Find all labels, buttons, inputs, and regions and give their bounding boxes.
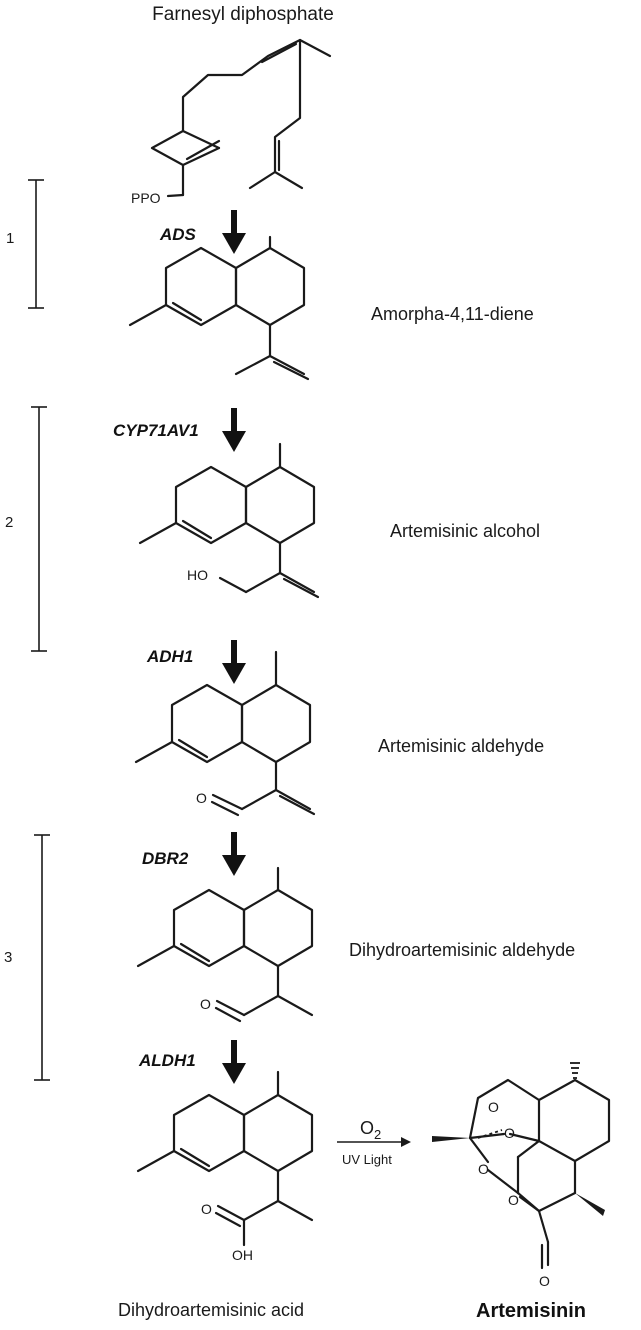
arrow-aldh1 — [222, 1040, 246, 1084]
artemisinic-aldehyde-structure: O — [134, 650, 316, 817]
hashed-methyl-top — [570, 1062, 580, 1079]
ppo-label: PPO — [131, 190, 161, 206]
artemisinin-o5: O — [539, 1273, 550, 1289]
step-bracket-1 — [28, 179, 44, 309]
oxidant-subscript: 2 — [374, 1127, 381, 1142]
artemisinin-o4: O — [508, 1192, 519, 1208]
arrow-dbr2 — [222, 832, 246, 876]
step-number-3: 3 — [4, 949, 12, 966]
enzyme-ads-label: ADS — [159, 225, 197, 244]
dihydroartemisinic-acid-structure: O OH — [136, 1070, 314, 1263]
dihydro-aldehyde-o-label: O — [200, 996, 211, 1012]
artemisinin-label: Artemisinin — [476, 1300, 586, 1322]
dihydroartemisinic-acid-label: Dihydroartemisinic acid — [118, 1300, 304, 1320]
acid-oh-label: OH — [232, 1247, 253, 1263]
step-bracket-2 — [31, 406, 47, 652]
enzyme-cyp71av1-label: CYP71AV1 — [113, 421, 199, 440]
uv-light-label: UV Light — [342, 1152, 392, 1167]
enzyme-adh1-label: ADH1 — [146, 647, 193, 666]
step-bracket-3 — [34, 834, 50, 1081]
step-number-2: 2 — [5, 514, 13, 531]
artemisinic-aldehyde-label: Artemisinic aldehyde — [378, 736, 544, 756]
oxidant-symbol: O — [360, 1118, 374, 1138]
artemisinic-alcohol-structure: HO — [138, 442, 320, 599]
amorphadiene-structure — [128, 235, 310, 381]
dihydroartemisinic-aldehyde-structure: O — [136, 866, 314, 1023]
ho-label: HO — [187, 567, 208, 583]
enzyme-dbr2-label: DBR2 — [142, 849, 189, 868]
artemisinin-structure: O O O O O — [432, 1062, 611, 1289]
artemisinin-o3: O — [478, 1161, 489, 1177]
enzyme-aldh1-label: ALDH1 — [138, 1051, 196, 1070]
arrow-ads — [222, 210, 246, 254]
artemisinin-o1: O — [488, 1099, 499, 1115]
oxidant-label: O2 — [360, 1118, 381, 1142]
acid-o-label: O — [201, 1201, 212, 1217]
amorphadiene-label: Amorpha-4,11-diene — [371, 304, 534, 324]
arrow-adh1 — [222, 640, 246, 684]
farnesyl-structure: PPO — [131, 38, 332, 206]
artemisinin-o2: O — [504, 1125, 515, 1141]
aldehyde-o-label: O — [196, 790, 207, 806]
step-number-1: 1 — [6, 230, 14, 247]
artemisinic-alcohol-label: Artemisinic alcohol — [390, 521, 540, 541]
arrow-cyp71av1 — [222, 408, 246, 452]
farnesyl-label: Farnesyl diphosphate — [152, 4, 334, 25]
dihydroartemisinic-aldehyde-label: Dihydroartemisinic aldehyde — [349, 940, 575, 960]
